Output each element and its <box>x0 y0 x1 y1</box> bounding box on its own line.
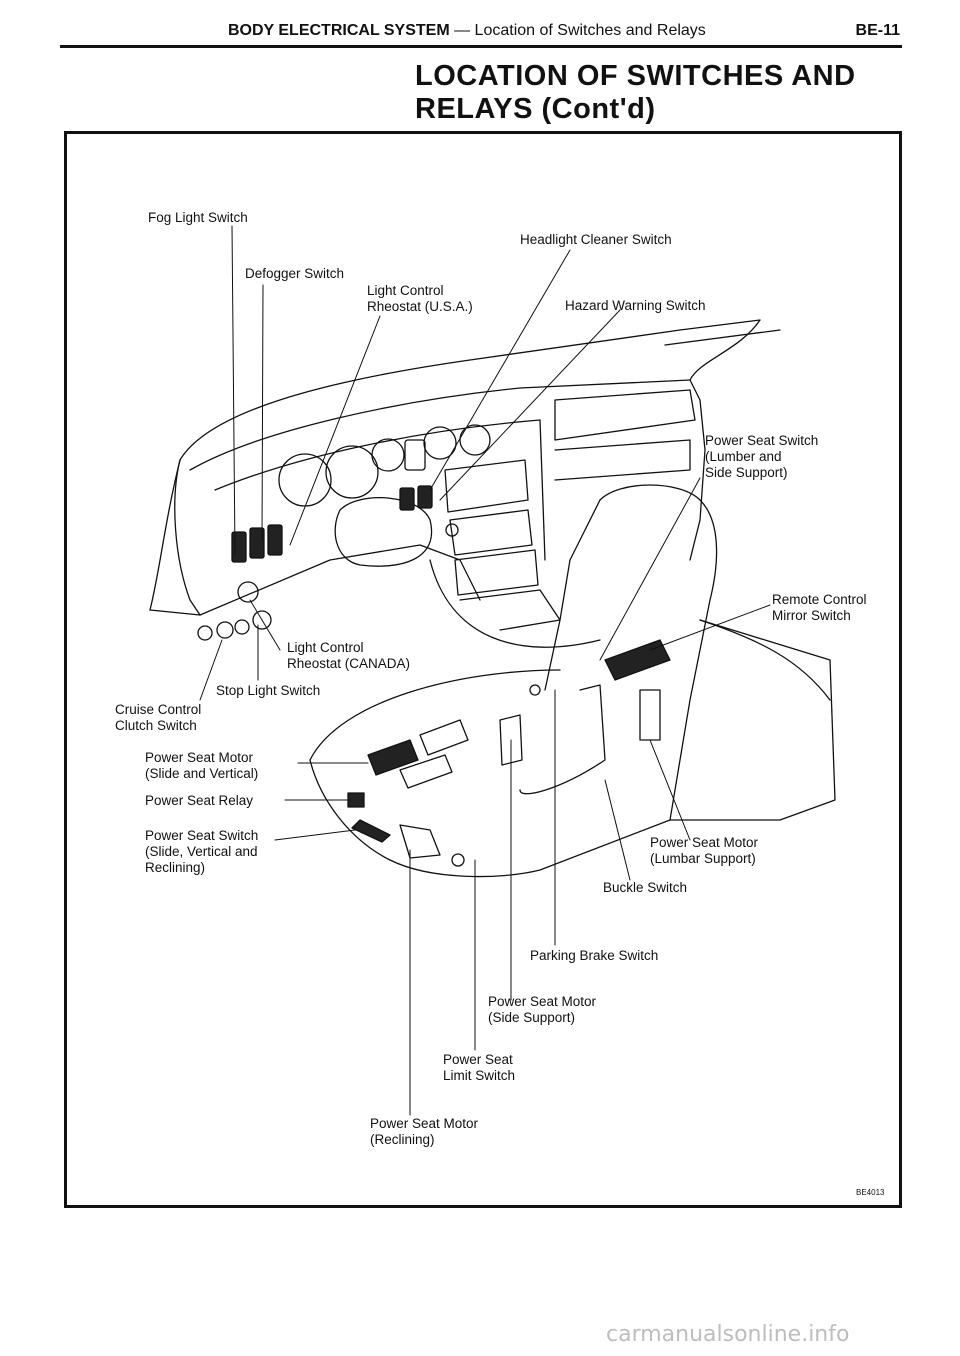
label-power-seat-motor-slide: Power Seat Motor (Slide and Vertical) <box>145 750 259 781</box>
label-defogger-switch: Defogger Switch <box>245 266 345 281</box>
label-light-control-rheostat-usa: Light Control Rheostat (U.S.A.) <box>367 283 473 314</box>
switch-block-left <box>231 485 433 563</box>
page-header: BODY ELECTRICAL SYSTEM — Location of Swi… <box>228 22 900 46</box>
label-light-control-rheostat-canada: Light Control Rheostat (CANADA) <box>287 640 411 671</box>
label-power-seat-switch-lumbar: Power Seat Switch (Lumber and Side Suppo… <box>705 433 819 480</box>
page-title: LOCATION OF SWITCHES AND RELAYS (Cont'd) <box>415 60 856 126</box>
seat-components <box>347 639 671 867</box>
label-stop-light-switch: Stop Light Switch <box>216 683 321 698</box>
label-power-seat-relay: Power Seat Relay <box>145 793 254 808</box>
diagram-frame <box>64 131 902 1208</box>
label-remote-control-mirror-switch: Remote Control Mirror Switch <box>772 592 867 623</box>
seat-outline <box>309 484 836 878</box>
label-power-seat-motor-reclining: Power Seat Motor (Reclining) <box>370 1116 479 1147</box>
header-rule <box>60 45 902 48</box>
title-line-1: LOCATION OF SWITCHES AND <box>415 60 856 92</box>
label-buckle-switch: Buckle Switch <box>603 880 688 895</box>
label-cruise-control-clutch-switch: Cruise Control Clutch Switch <box>115 702 202 733</box>
label-power-seat-motor-side: Power Seat Motor (Side Support) <box>488 994 597 1025</box>
page-number: BE-11 <box>855 22 900 39</box>
watermark: carmanualsonline.info <box>606 1322 850 1347</box>
section-title: BODY ELECTRICAL SYSTEM <box>228 22 450 39</box>
gauge-cluster <box>278 424 491 507</box>
label-headlight-cleaner-switch: Headlight Cleaner Switch <box>520 232 672 247</box>
small-switches <box>197 581 272 641</box>
dashboard-outline <box>149 319 781 616</box>
label-fog-light-switch: Fog Light Switch <box>148 210 248 225</box>
center-console <box>334 459 601 648</box>
figure-code: BE4013 <box>856 1188 885 1197</box>
title-line-2: RELAYS (Cont'd) <box>415 93 656 125</box>
leader-lines <box>199 225 771 1116</box>
label-power-seat-motor-lumbar: Power Seat Motor (Lumbar Support) <box>650 835 759 866</box>
label-parking-brake-switch: Parking Brake Switch <box>530 948 659 963</box>
label-power-seat-switch-slide: Power Seat Switch (Slide, Vertical and R… <box>145 828 259 875</box>
label-hazard-warning-switch: Hazard Warning Switch <box>565 298 706 313</box>
label-power-seat-limit-switch: Power Seat Limit Switch <box>443 1052 516 1083</box>
section-subtitle: — Location of Switches and Relays <box>449 22 706 39</box>
